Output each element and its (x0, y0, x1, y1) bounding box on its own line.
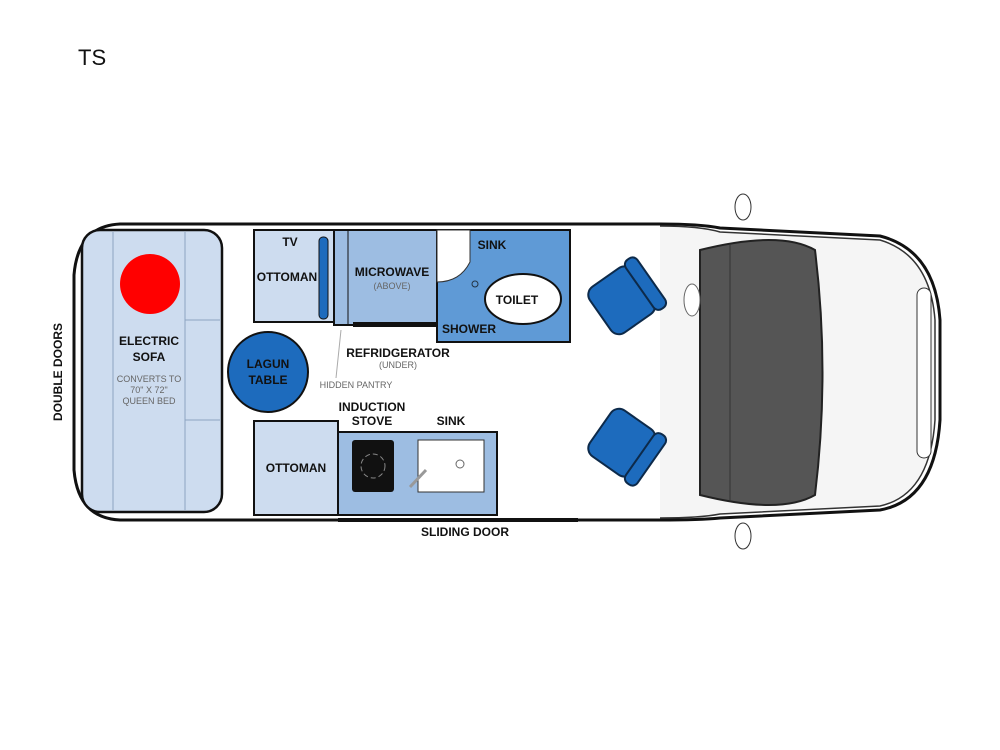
passenger-seat[interactable] (583, 403, 668, 488)
ottoman-bottom-label: OTTOMAN (266, 461, 326, 475)
refrigerator-note: (UNDER) (379, 360, 417, 370)
windshield (699, 239, 824, 506)
sofa-label-2: SOFA (133, 350, 166, 364)
lagun-table[interactable] (227, 331, 309, 413)
sliding-door[interactable] (338, 518, 578, 522)
double-doors-label: DOUBLE DOORS (51, 323, 65, 421)
toilet-label: TOILET (496, 293, 539, 307)
stove-label-1: INDUCTION (339, 400, 406, 414)
hidden-pantry-label: HIDDEN PANTRY (320, 380, 393, 390)
pantry-pointer (335, 329, 342, 379)
sofa-note-3: QUEEN BED (122, 396, 176, 406)
mirror-left-icon (734, 193, 752, 221)
steering-wheel-icon (683, 283, 701, 317)
sliding-door-label: SLIDING DOOR (421, 525, 509, 539)
ottoman-bottom[interactable] (253, 420, 339, 516)
ottoman-top-label: OTTOMAN (257, 270, 317, 284)
stove-label-2: STOVE (352, 414, 392, 428)
kitchen-sink[interactable] (417, 439, 485, 493)
induction-stove[interactable] (352, 440, 394, 492)
electric-sofa[interactable] (80, 228, 224, 514)
table-label-2: TABLE (248, 373, 287, 387)
sofa-label-1: ELECTRIC (119, 334, 179, 348)
bath-sink-label: SINK (478, 238, 507, 252)
toilet[interactable] (484, 273, 562, 325)
location-marker (120, 254, 180, 314)
headlight-icon (916, 287, 932, 459)
kitchen-sink-label: SINK (437, 414, 466, 428)
sink-drain-icon (455, 459, 465, 469)
sofa-note-1: CONVERTS TO (117, 374, 182, 384)
table-label-1: LAGUN (247, 357, 290, 371)
sofa-note-2: 70" X 72" (130, 385, 167, 395)
tv[interactable] (318, 236, 329, 320)
burner-icon (360, 453, 386, 479)
faucet-icon (408, 468, 428, 489)
mirror-right-icon (734, 522, 752, 550)
microwave-label: MICROWAVE (355, 265, 429, 279)
shower-drain-icon (471, 280, 479, 288)
refrigerator-label: REFRIDGERATOR (346, 346, 450, 360)
microwave-note: (ABOVE) (373, 281, 410, 291)
bath-sink-icon[interactable] (436, 229, 471, 283)
tv-label: TV (282, 235, 297, 249)
shower-label: SHOWER (442, 322, 496, 336)
floorplan-title: TS (78, 45, 107, 70)
refrigerator[interactable] (353, 322, 437, 327)
driver-seat[interactable] (583, 255, 668, 340)
